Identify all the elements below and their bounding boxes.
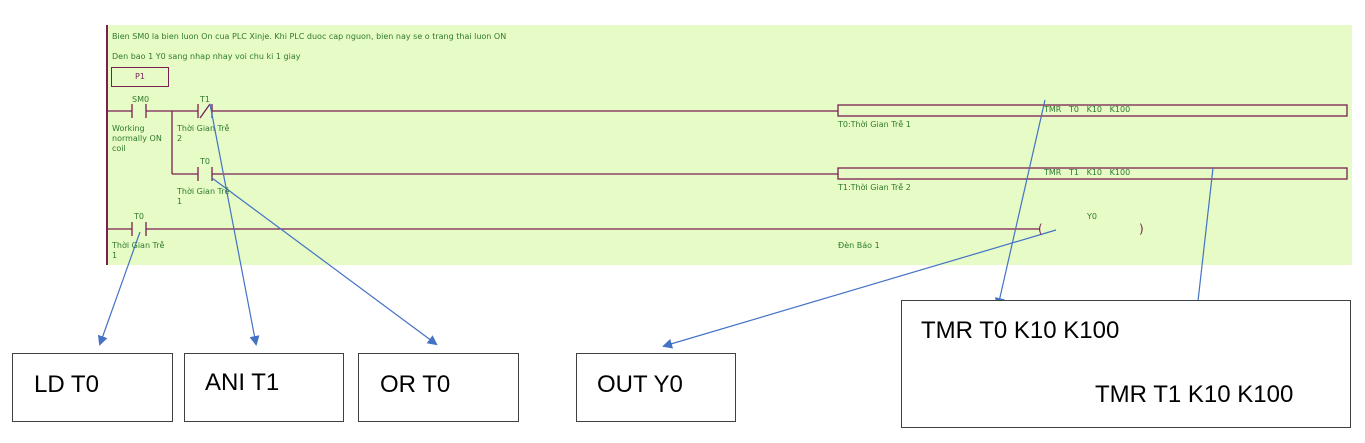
arrow-out — [662, 229, 1057, 349]
label-ani-box: ANI T1 — [184, 353, 344, 422]
contact-t0-comment-2: Thời Gian Trễ — [112, 241, 165, 250]
label-ld: LD T0 — [34, 371, 99, 398]
arrows — [97, 99, 1214, 374]
ladder-diagram-area — [106, 25, 1352, 265]
arrow-or — [211, 177, 438, 346]
comment-line-2: Den bao 1 Y0 sang nhap nhay voi chu ki 1… — [112, 52, 301, 61]
timer-t0-comment: T0:Thời Gian Trễ 1 — [838, 120, 911, 129]
contact-sm0-comment: normally ON — [112, 134, 162, 143]
contact-sm0-comment: coil — [112, 144, 126, 153]
contact-sm0-name[interactable]: SM0 — [132, 95, 150, 104]
rung-2 — [108, 222, 1040, 236]
contact-t1-comment: Thời Gian Trễ — [177, 124, 230, 133]
contact-t1-name[interactable]: T1 — [200, 95, 210, 104]
contact-t1-comment: 2 — [177, 134, 183, 143]
coil-y0-name[interactable]: Y0 — [1087, 212, 1097, 221]
timer-box-t0 — [837, 104, 1348, 117]
rung-1-branch — [171, 111, 1348, 181]
coil-right-paren: ) — [1139, 222, 1144, 236]
label-or-box: OR T0 — [358, 353, 519, 422]
contact-t1-nc-slash — [199, 103, 211, 119]
timer-t0-instruction[interactable]: TMR T0 K10 K100 — [1044, 105, 1131, 114]
contact-sm0-comment: Working — [112, 124, 145, 133]
label-tmr-box: TMR T0 K10 K100 TMR T1 K10 K100 — [901, 300, 1351, 428]
contact-t0-name[interactable]: T0 — [200, 157, 210, 166]
coil-left-paren: ( — [1038, 222, 1043, 236]
arrow-ani — [209, 103, 260, 346]
label-ld-box: LD T0 — [12, 353, 173, 422]
timer-box-t1 — [837, 167, 1348, 180]
label-out: OUT Y0 — [597, 371, 683, 398]
label-out-box: OUT Y0 — [576, 353, 736, 422]
coil-y0-comment: Đèn Báo 1 — [838, 241, 880, 250]
label-or: OR T0 — [380, 371, 451, 398]
program-block-p1[interactable]: P1 — [111, 67, 169, 87]
timer-t1-instruction[interactable]: TMR T1 K10 K100 — [1044, 168, 1131, 177]
rung-1 — [108, 103, 1348, 119]
label-ani: ANI T1 — [205, 369, 280, 396]
contact-t0-comment: 1 — [177, 197, 183, 206]
left-power-rail — [106, 25, 108, 265]
contact-t0-comment-2: 1 — [112, 251, 118, 260]
label-tmr-t0: TMR T0 K10 K100 — [921, 317, 1120, 344]
comment-line-1: Bien SM0 la bien luon On cua PLC Xinje. … — [112, 32, 507, 41]
arrow-ld — [97, 231, 141, 346]
label-tmr-t1: TMR T1 K10 K100 — [1095, 381, 1294, 408]
contact-t0-comment: Thời Gian Trễ — [177, 187, 230, 196]
arrow-tmr-t0 — [994, 99, 1046, 308]
timer-t1-comment: T1:Thời Gian Trễ 2 — [838, 183, 911, 192]
contact-t0-name-2[interactable]: T0 — [134, 212, 144, 221]
